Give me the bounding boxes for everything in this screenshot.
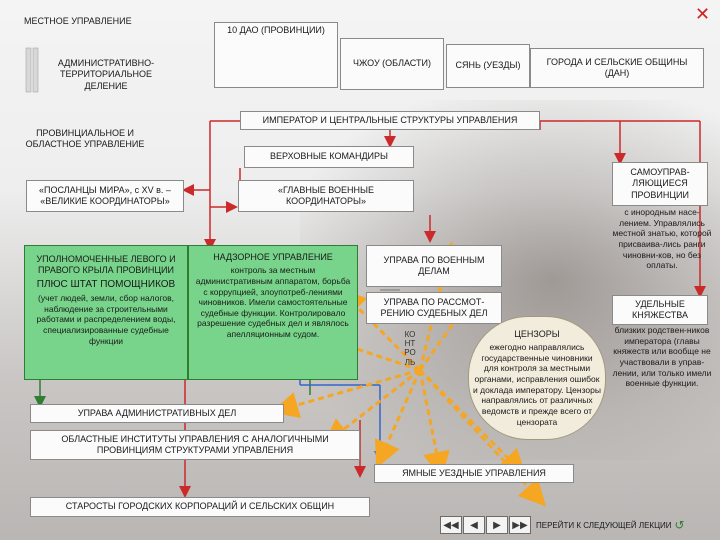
self-governing-desc: с инородным насе-лением. Управлялись мес… — [612, 207, 712, 271]
appanage-desc: близких родствен-ников императора (главы… — [612, 325, 712, 389]
assistants-staff-desc: (учет людей, земли, сбор налогов, наблюд… — [36, 293, 176, 346]
local-admin-title: МЕСТНОЕ УПРАВЛЕНИЕ — [24, 16, 132, 26]
judicial-affairs-office-box: УПРАВА ПО РАССМОТ-РЕНИЮ СУДЕБНЫХ ДЕЛ — [366, 292, 502, 324]
envoys-box: «ПОСЛАНЦЫ МИРА», с XV в. – «ВЕЛИКИЕ КООР… — [26, 180, 184, 212]
nav-first-button[interactable]: ◀◀ — [440, 516, 462, 534]
supervisory-office-box: НАДЗОРНОЕ УПРАВЛЕНИЕ контроль за местным… — [188, 245, 358, 380]
close-icon[interactable]: ✕ — [695, 4, 711, 24]
emperor-central-box: ИМПЕРАТОР И ЦЕНТРАЛЬНЫЕ СТРУКТУРЫ УПРАВЛ… — [240, 111, 540, 130]
supervisory-office-desc: контроль за местным административным апп… — [195, 265, 351, 339]
nav-last-button[interactable]: ▶▶ — [509, 516, 531, 534]
syan-counties-box: СЯНЬ (УЕЗДЫ) — [446, 44, 530, 88]
nav-play-button[interactable]: ▶ — [486, 516, 508, 534]
next-lecture-link[interactable]: ПЕРЕЙТИ К СЛЕДУЮЩЕЙ ЛЕКЦИИ ↺ — [536, 518, 685, 532]
authorized-officials-box: УПОЛНОМОЧЕННЫЕ ЛЕВОГО И ПРАВОГО КРЫЛА ПР… — [24, 245, 188, 380]
provincial-admin-label: ПРОВИНЦИАЛЬНОЕ И ОБЛАСТНОЕ УПРАВЛЕНИЕ — [25, 128, 145, 150]
admin-division-label: АДМИНИСТРАТИВНО-ТЕРРИТОРИАЛЬНОЕ ДЕЛЕНИЕ — [57, 58, 155, 91]
regional-institutions-box: ОБЛАСТНЫЕ ИНСТИТУТЫ УПРАВЛЕНИЯ С АНАЛОГИ… — [30, 430, 360, 460]
authorized-officials-title: УПОЛНОМОЧЕННЫЕ ЛЕВОГО И ПРАВОГО КРЫЛА ПР… — [36, 254, 176, 276]
dao-provinces-box: 10 ДАО (ПРОВИНЦИИ) — [214, 22, 338, 88]
assistants-staff-title: ПЛЮС ШТАТ ПОМОЩНИКОВ — [36, 278, 176, 290]
military-affairs-office-box: УПРАВА ПО ВОЕННЫМ ДЕЛАМ — [366, 245, 502, 287]
censors-title: ЦЕНЗОРЫ — [514, 328, 560, 339]
elders-box: СТАРОСТЫ ГОРОДСКИХ КОРПОРАЦИЙ И СЕЛЬСКИХ… — [30, 497, 370, 517]
county-offices-box: ЯМНЫЕ УЕЗДНЫЕ УПРАВЛЕНИЯ — [374, 464, 574, 483]
chzhou-regions-box: ЧЖОУ (ОБЛАСТИ) — [340, 38, 444, 90]
cities-communities-box: ГОРОДА И СЕЛЬСКИЕ ОБЩИНЫ (ДАН) — [530, 48, 704, 88]
administrative-affairs-office-box: УПРАВА АДМИНИСТРАТИВНЫХ ДЕЛ — [30, 404, 284, 423]
censors-desc: ежегодно направлялись государственные чи… — [473, 342, 601, 427]
military-coordinators-box: «ГЛАВНЫЕ ВОЕННЫЕ КООРДИНАТОРЫ» — [238, 180, 414, 212]
censors-oval: ЦЕНЗОРЫ ежегодно направлялись государств… — [468, 316, 606, 440]
nav-prev-button[interactable]: ◀ — [463, 516, 485, 534]
return-arrow-icon: ↺ — [674, 518, 685, 532]
self-governing-provinces-box: САМОУПРАВ-ЛЯЮЩИЕСЯ ПРОВИНЦИИ — [612, 162, 708, 206]
supervisory-office-title: НАДЗОРНОЕ УПРАВЛЕНИЕ — [213, 252, 333, 262]
control-vertical-label: КОНТРОЛЬ — [404, 330, 416, 367]
supreme-commanders-box: ВЕРХОВНЫЕ КОМАНДИРЫ — [244, 146, 414, 168]
appanage-principalities-box: УДЕЛЬНЫЕ КНЯЖЕСТВА — [612, 295, 708, 325]
next-lecture-label: ПЕРЕЙТИ К СЛЕДУЮЩЕЙ ЛЕКЦИИ — [536, 520, 672, 530]
